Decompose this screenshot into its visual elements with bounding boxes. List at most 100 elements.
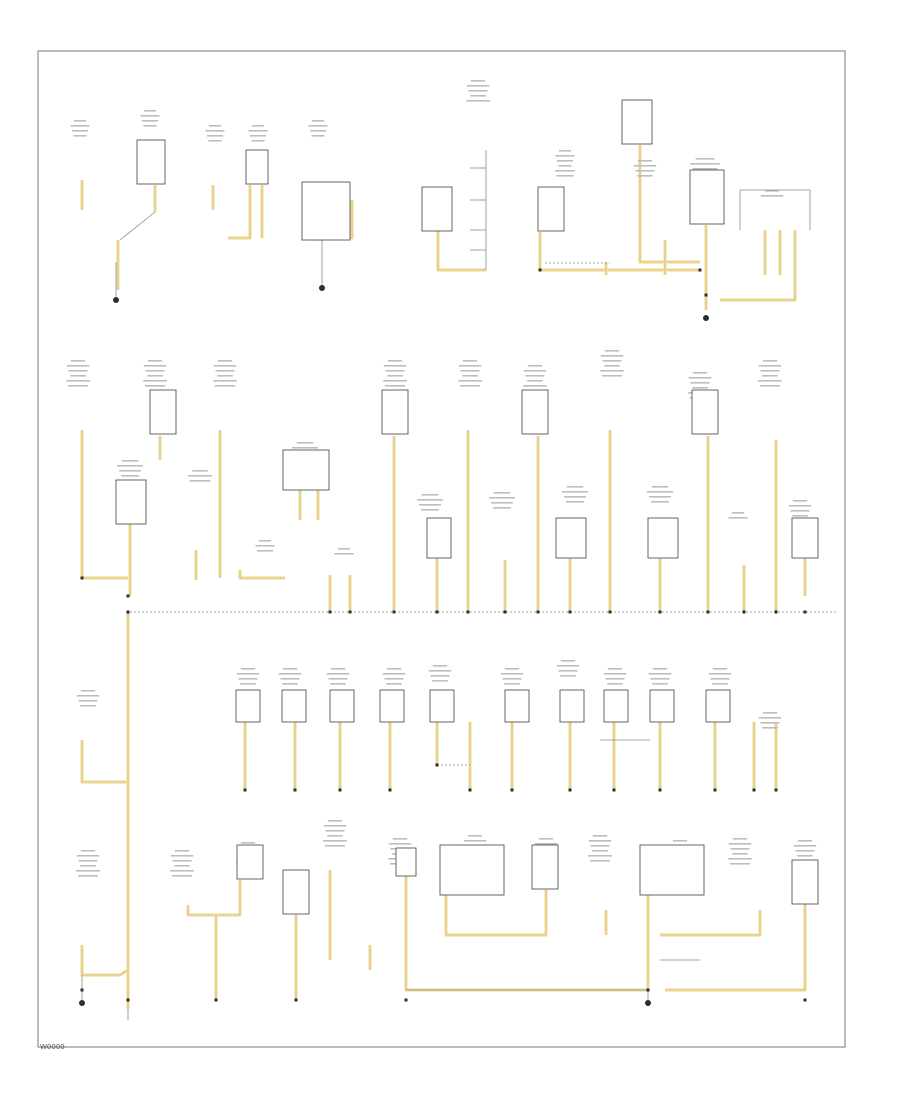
ground-wire-core	[187, 880, 241, 916]
component-label-text	[238, 678, 258, 680]
component-label-text	[386, 668, 402, 670]
component-label-text	[324, 845, 346, 847]
splice-connector	[338, 788, 342, 792]
component-box	[531, 844, 559, 890]
ground-wire	[186, 880, 242, 917]
component-label-text	[296, 442, 314, 444]
component-label-text	[141, 120, 159, 122]
component-label-text	[384, 385, 406, 387]
ground-wire-core	[81, 740, 128, 783]
component-box	[689, 169, 725, 225]
component-label-text	[170, 870, 194, 872]
component-label-text	[728, 517, 748, 519]
component-label-text	[466, 100, 490, 102]
component-label-text	[758, 365, 782, 367]
component-label-text	[560, 675, 576, 677]
component-box	[282, 869, 310, 915]
component-label-text	[730, 848, 750, 850]
component-label-text	[383, 380, 407, 382]
component-label-text	[205, 130, 225, 132]
component-box	[281, 689, 307, 723]
ground-wire-core	[228, 185, 251, 239]
component-label-text	[603, 673, 627, 675]
component-label-text	[282, 683, 298, 685]
component-label-text	[327, 820, 343, 822]
circuit-line	[308, 239, 323, 286]
component-label-text	[174, 865, 190, 867]
component-label-text	[650, 678, 670, 680]
component-label-text	[712, 668, 728, 670]
component-label-text	[66, 380, 90, 382]
component-label-text	[647, 491, 673, 493]
component-box	[136, 139, 166, 185]
component-label-text	[525, 375, 545, 377]
component-label-text	[217, 360, 233, 362]
component-label-text	[144, 385, 166, 387]
component-label-text	[489, 497, 515, 499]
component-label-text	[280, 678, 300, 680]
component-label-text	[633, 165, 657, 167]
component-box	[329, 689, 355, 723]
component-label-text	[382, 673, 406, 675]
splice-connector	[468, 788, 472, 792]
component-label-text	[731, 512, 745, 514]
component-label-text	[385, 370, 405, 372]
component-box	[504, 689, 530, 723]
component-label-text	[470, 80, 486, 82]
component-label-text	[588, 855, 612, 857]
splice-connector	[503, 610, 507, 614]
component-label-text	[458, 365, 482, 367]
component-label-text	[215, 370, 235, 372]
splice-connector	[713, 788, 717, 792]
splice-connector	[388, 788, 392, 792]
component-label-text	[323, 825, 347, 827]
component-label-text	[430, 675, 450, 677]
component-label-text	[327, 835, 343, 837]
component-label-text	[470, 95, 486, 97]
component-label-text	[695, 158, 715, 160]
component-box	[426, 517, 452, 559]
component-label-text	[170, 855, 194, 857]
component-label-text	[70, 375, 86, 377]
component-label-text	[538, 838, 554, 840]
diagram-frame	[37, 50, 846, 1048]
component-box	[381, 389, 409, 435]
splice-connector	[293, 788, 297, 792]
ground-wire	[665, 904, 807, 992]
component-label-text	[728, 858, 752, 860]
component-label-text	[590, 845, 610, 847]
ground-point-icon	[79, 1000, 85, 1006]
component-label-text	[143, 380, 167, 382]
component-label-text	[292, 447, 318, 449]
component-label-text	[308, 125, 328, 127]
component-label-text	[325, 830, 345, 832]
component-label-text	[493, 507, 511, 509]
component-label-text	[121, 475, 139, 477]
splice-connector	[404, 998, 408, 1002]
component-label-text	[589, 860, 611, 862]
component-label-text	[564, 496, 586, 498]
component-box	[395, 847, 417, 877]
component-box	[649, 689, 675, 723]
component-label-text	[214, 385, 236, 387]
ground-wire-core	[239, 570, 285, 579]
component-label-text	[73, 135, 87, 137]
ground-wire-core	[437, 231, 486, 271]
component-label-text	[383, 365, 407, 367]
splice-connector	[214, 998, 218, 1002]
component-label-text	[432, 680, 448, 682]
component-label-text	[419, 504, 441, 506]
component-label-text	[458, 380, 482, 382]
component-label-text	[651, 486, 669, 488]
splice-connector	[706, 610, 710, 614]
component-label-text	[462, 375, 478, 377]
splice-connector	[608, 610, 612, 614]
component-box	[705, 689, 731, 723]
component-label-text	[309, 130, 327, 132]
component-label-text	[523, 385, 547, 387]
component-box	[639, 844, 705, 896]
component-label-text	[66, 365, 90, 367]
component-label-text	[255, 545, 275, 547]
component-box	[149, 389, 177, 435]
splice-connector	[466, 610, 470, 614]
